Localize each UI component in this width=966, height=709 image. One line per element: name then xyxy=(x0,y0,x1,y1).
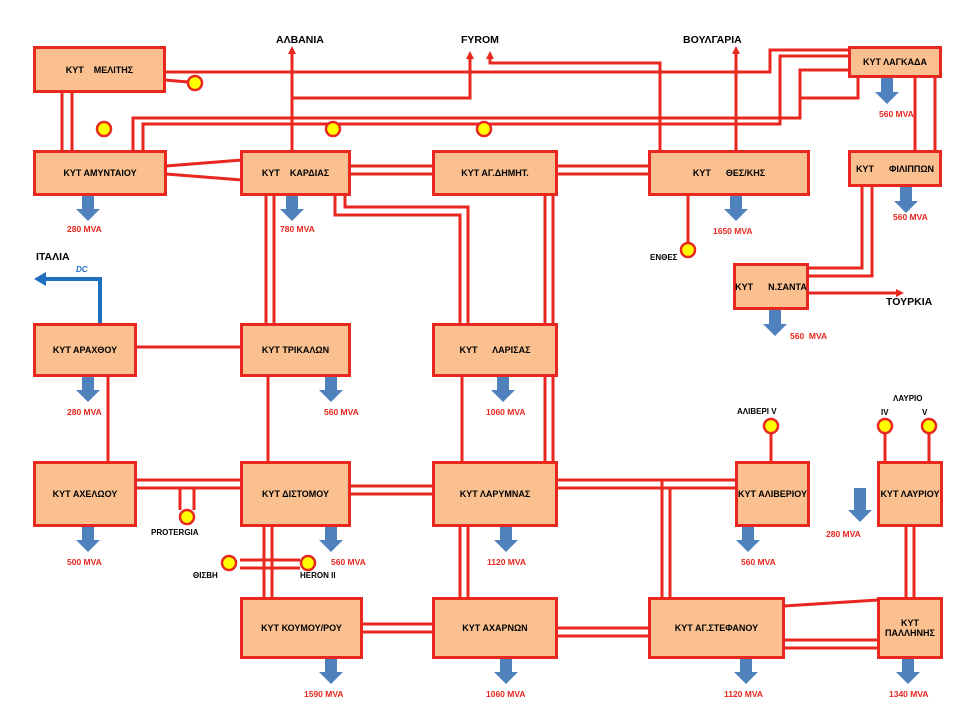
load-label-arachthou: 280 MVA xyxy=(67,407,102,417)
load-label-acharnon: 1060 MVA xyxy=(486,689,526,699)
label-italia: ΙΤΑΛΙΑ xyxy=(36,251,70,263)
load-label-larisas: 1060 MVA xyxy=(486,407,526,417)
load-arrows xyxy=(76,78,920,684)
generator-icon xyxy=(186,74,204,92)
substation-ag-dimitriou: ΚΥΤ ΑΓ.ΔΗΜΗΤ. xyxy=(432,150,558,196)
substation-larymnas: ΚΥΤ ΛΑΡΥΜΝΑΣ xyxy=(432,461,558,527)
label-lavrio-iv: IV xyxy=(881,408,889,417)
load-arrow xyxy=(76,376,100,402)
substation-amyntaiou: ΚΥΤ ΑΜΥΝΤΑΙΟΥ xyxy=(33,150,167,196)
load-label-filippon: 560 MVA xyxy=(893,212,928,222)
load-label-pallinis: 1340 MVA xyxy=(889,689,929,699)
load-arrow xyxy=(875,78,899,104)
load-arrow-lavrio xyxy=(848,488,872,522)
substation-acheloou: ΚΥΤ ΑΧΕΛΩΟΥ xyxy=(33,461,137,527)
substation-larisas: ΚΥΤ ΛΑΡΙΣΑΣ xyxy=(432,323,558,377)
load-label-trikalon: 560 MVA xyxy=(324,407,359,417)
dc-link xyxy=(34,272,102,325)
generator-icon xyxy=(876,417,894,435)
load-arrow xyxy=(494,658,518,684)
load-arrow xyxy=(319,526,343,552)
load-label-thessalonikis: 1650 MVA xyxy=(713,226,753,236)
label-fyrom: FYROM xyxy=(461,34,499,46)
label-heron: HERON II xyxy=(300,571,336,580)
label-lavrio-v: V xyxy=(922,408,928,417)
generator-icon xyxy=(299,554,317,572)
substation-acharnon: ΚΥΤ ΑΧΑΡΝΩΝ xyxy=(432,597,558,659)
load-label-acheloou: 500 MVA xyxy=(67,557,102,567)
load-label-koumoyrou: 1590 MVA xyxy=(304,689,344,699)
substation-n-santa: ΚΥΤ Ν.ΣΑΝΤΑ xyxy=(733,263,809,310)
label-enthes: ΕΝΘΕΣ xyxy=(650,253,678,262)
load-arrow xyxy=(736,526,760,552)
load-arrow xyxy=(76,195,100,221)
load-label-kardias: 780 MVA xyxy=(280,224,315,234)
load-arrow xyxy=(491,376,515,402)
label-thisvi: ΘΙΣΒΗ xyxy=(193,571,218,580)
substation-trikalon: ΚΥΤ ΤΡΙΚΑΛΩΝ xyxy=(240,323,351,377)
load-arrow xyxy=(734,658,758,684)
load-arrow xyxy=(896,658,920,684)
generator-icon xyxy=(920,417,938,435)
load-arrow xyxy=(319,658,343,684)
generator-icon xyxy=(679,241,697,259)
substation-filippon: ΚΥΤ ΦΙΛΙΠΠΩΝ xyxy=(848,150,942,187)
substation-thessalonikis: ΚΥΤ ΘΕΣ/ΚΗΣ xyxy=(648,150,810,196)
load-label-n-santa: 560 MVA xyxy=(790,331,828,341)
load-arrow xyxy=(724,195,748,221)
load-arrow xyxy=(319,376,343,402)
load-arrow xyxy=(280,195,304,221)
generator-icon xyxy=(178,508,196,526)
substation-ag-stefanou: ΚΥΤ ΑΓ.ΣΤΕΦΑΝΟΥ xyxy=(648,597,785,659)
substation-distomou: ΚΥΤ ΔΙΣΤΟΜΟΥ xyxy=(240,461,351,527)
substation-koumoyrou: ΚΥΤ ΚΟΥΜΟΥ/ΡΟΥ xyxy=(240,597,363,659)
label-voulgaria: ΒΟΥΛΓΑΡΙΑ xyxy=(683,34,742,46)
generator-icon xyxy=(475,120,493,138)
load-label-ag-stefanou: 1120 MVA xyxy=(724,689,764,699)
label-lavrio: ΛΑΥΡΙΟ xyxy=(893,394,923,403)
generators xyxy=(95,74,938,572)
load-label-aliveriou: 560 MVA xyxy=(741,557,776,567)
load-label-amyntaiou: 280 MVA xyxy=(67,224,102,234)
transmission-lines xyxy=(60,46,937,650)
load-label-lagkada: 560 MVA xyxy=(879,109,914,119)
substation-lavriou: ΚΥΤ ΛΑΥΡΙΟΥ xyxy=(877,461,943,527)
substation-melitis: ΚΥΤ ΜΕΛΙΤΗΣ xyxy=(33,46,166,93)
load-arrow xyxy=(494,526,518,552)
generator-icon xyxy=(762,417,780,435)
substation-lagkada: ΚΥΤ ΛΑΓΚΑΔΑ xyxy=(848,46,942,78)
label-albania: ΑΛΒΑΝΙΑ xyxy=(276,34,324,46)
load-label-larymnas: 1120 MVA xyxy=(487,557,527,567)
label-tourkia: ΤΟΥΡΚΙΑ xyxy=(886,296,933,308)
load-arrow xyxy=(763,310,787,336)
load-arrow xyxy=(894,187,918,213)
generator-icon xyxy=(324,120,342,138)
label-dc: DC xyxy=(76,265,88,274)
label-aliveri-v: ΑΛΙΒΕΡΙ V xyxy=(737,407,777,416)
generator-icon xyxy=(95,120,113,138)
generator-icon xyxy=(220,554,238,572)
load-arrow xyxy=(76,526,100,552)
load-label-lavriou: 280 MVA xyxy=(826,529,861,539)
label-protergia: PROTERGIA xyxy=(151,528,199,537)
substation-aliveriou: ΚΥΤ ΑΛΙΒΕΡΙΟΥ xyxy=(735,461,810,527)
substation-arachthou: ΚΥΤ ΑΡΑΧΘΟΥ xyxy=(33,323,137,377)
load-label-distomou: 560 MVA xyxy=(331,557,366,567)
substation-kardias: ΚΥΤ ΚΑΡΔΙΑΣ xyxy=(240,150,351,196)
